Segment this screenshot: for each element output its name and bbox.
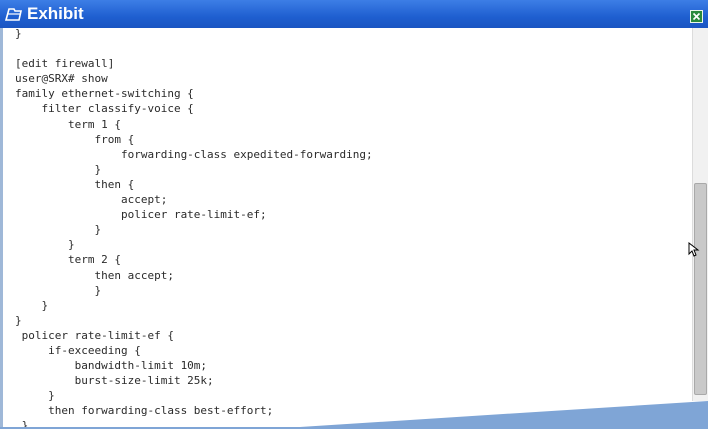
code-line: } [15, 313, 22, 327]
code-line: filter classify-voice { [15, 102, 194, 116]
code-line: } [15, 283, 102, 297]
code-line: then accept; [15, 268, 174, 282]
code-line: } [15, 419, 29, 429]
exhibit-folder-icon [4, 6, 23, 22]
code-line: if-exceeding { [15, 343, 141, 357]
code-line: } [15, 298, 49, 312]
code-line: user@SRX# show [15, 72, 108, 86]
vertical-scrollbar[interactable] [692, 28, 708, 401]
title-bar[interactable]: Exhibit [0, 0, 708, 29]
code-line: [edit firewall] [15, 57, 115, 71]
code-line: } [15, 223, 102, 237]
code-line: } [15, 28, 22, 40]
code-line: accept; [15, 193, 168, 207]
code-line: forwarding-class expedited-forwarding; [15, 147, 373, 161]
window-title: Exhibit [27, 4, 84, 23]
code-line: term 1 { [15, 117, 121, 131]
code-line: policer rate-limit-ef { [15, 328, 174, 342]
code-line: bandwidth-limit 10m; [15, 359, 208, 373]
code-line: term 2 { [15, 253, 121, 267]
code-line: then { [15, 177, 135, 191]
code-line: } [15, 162, 102, 176]
code-line: then forwarding-class best-effort; [15, 404, 274, 418]
scrollbar-thumb[interactable] [694, 183, 707, 395]
code-line: from { [15, 132, 135, 146]
code-line: policer rate-limit-ef; [15, 208, 267, 222]
code-line: burst-size-limit 25k; [15, 374, 214, 388]
close-button[interactable] [690, 10, 703, 23]
code-line: family ethernet-switching { [15, 87, 194, 101]
code-line: } [15, 238, 75, 252]
code-line: } [15, 389, 55, 403]
code-line [15, 41, 373, 56]
close-icon [691, 11, 702, 22]
